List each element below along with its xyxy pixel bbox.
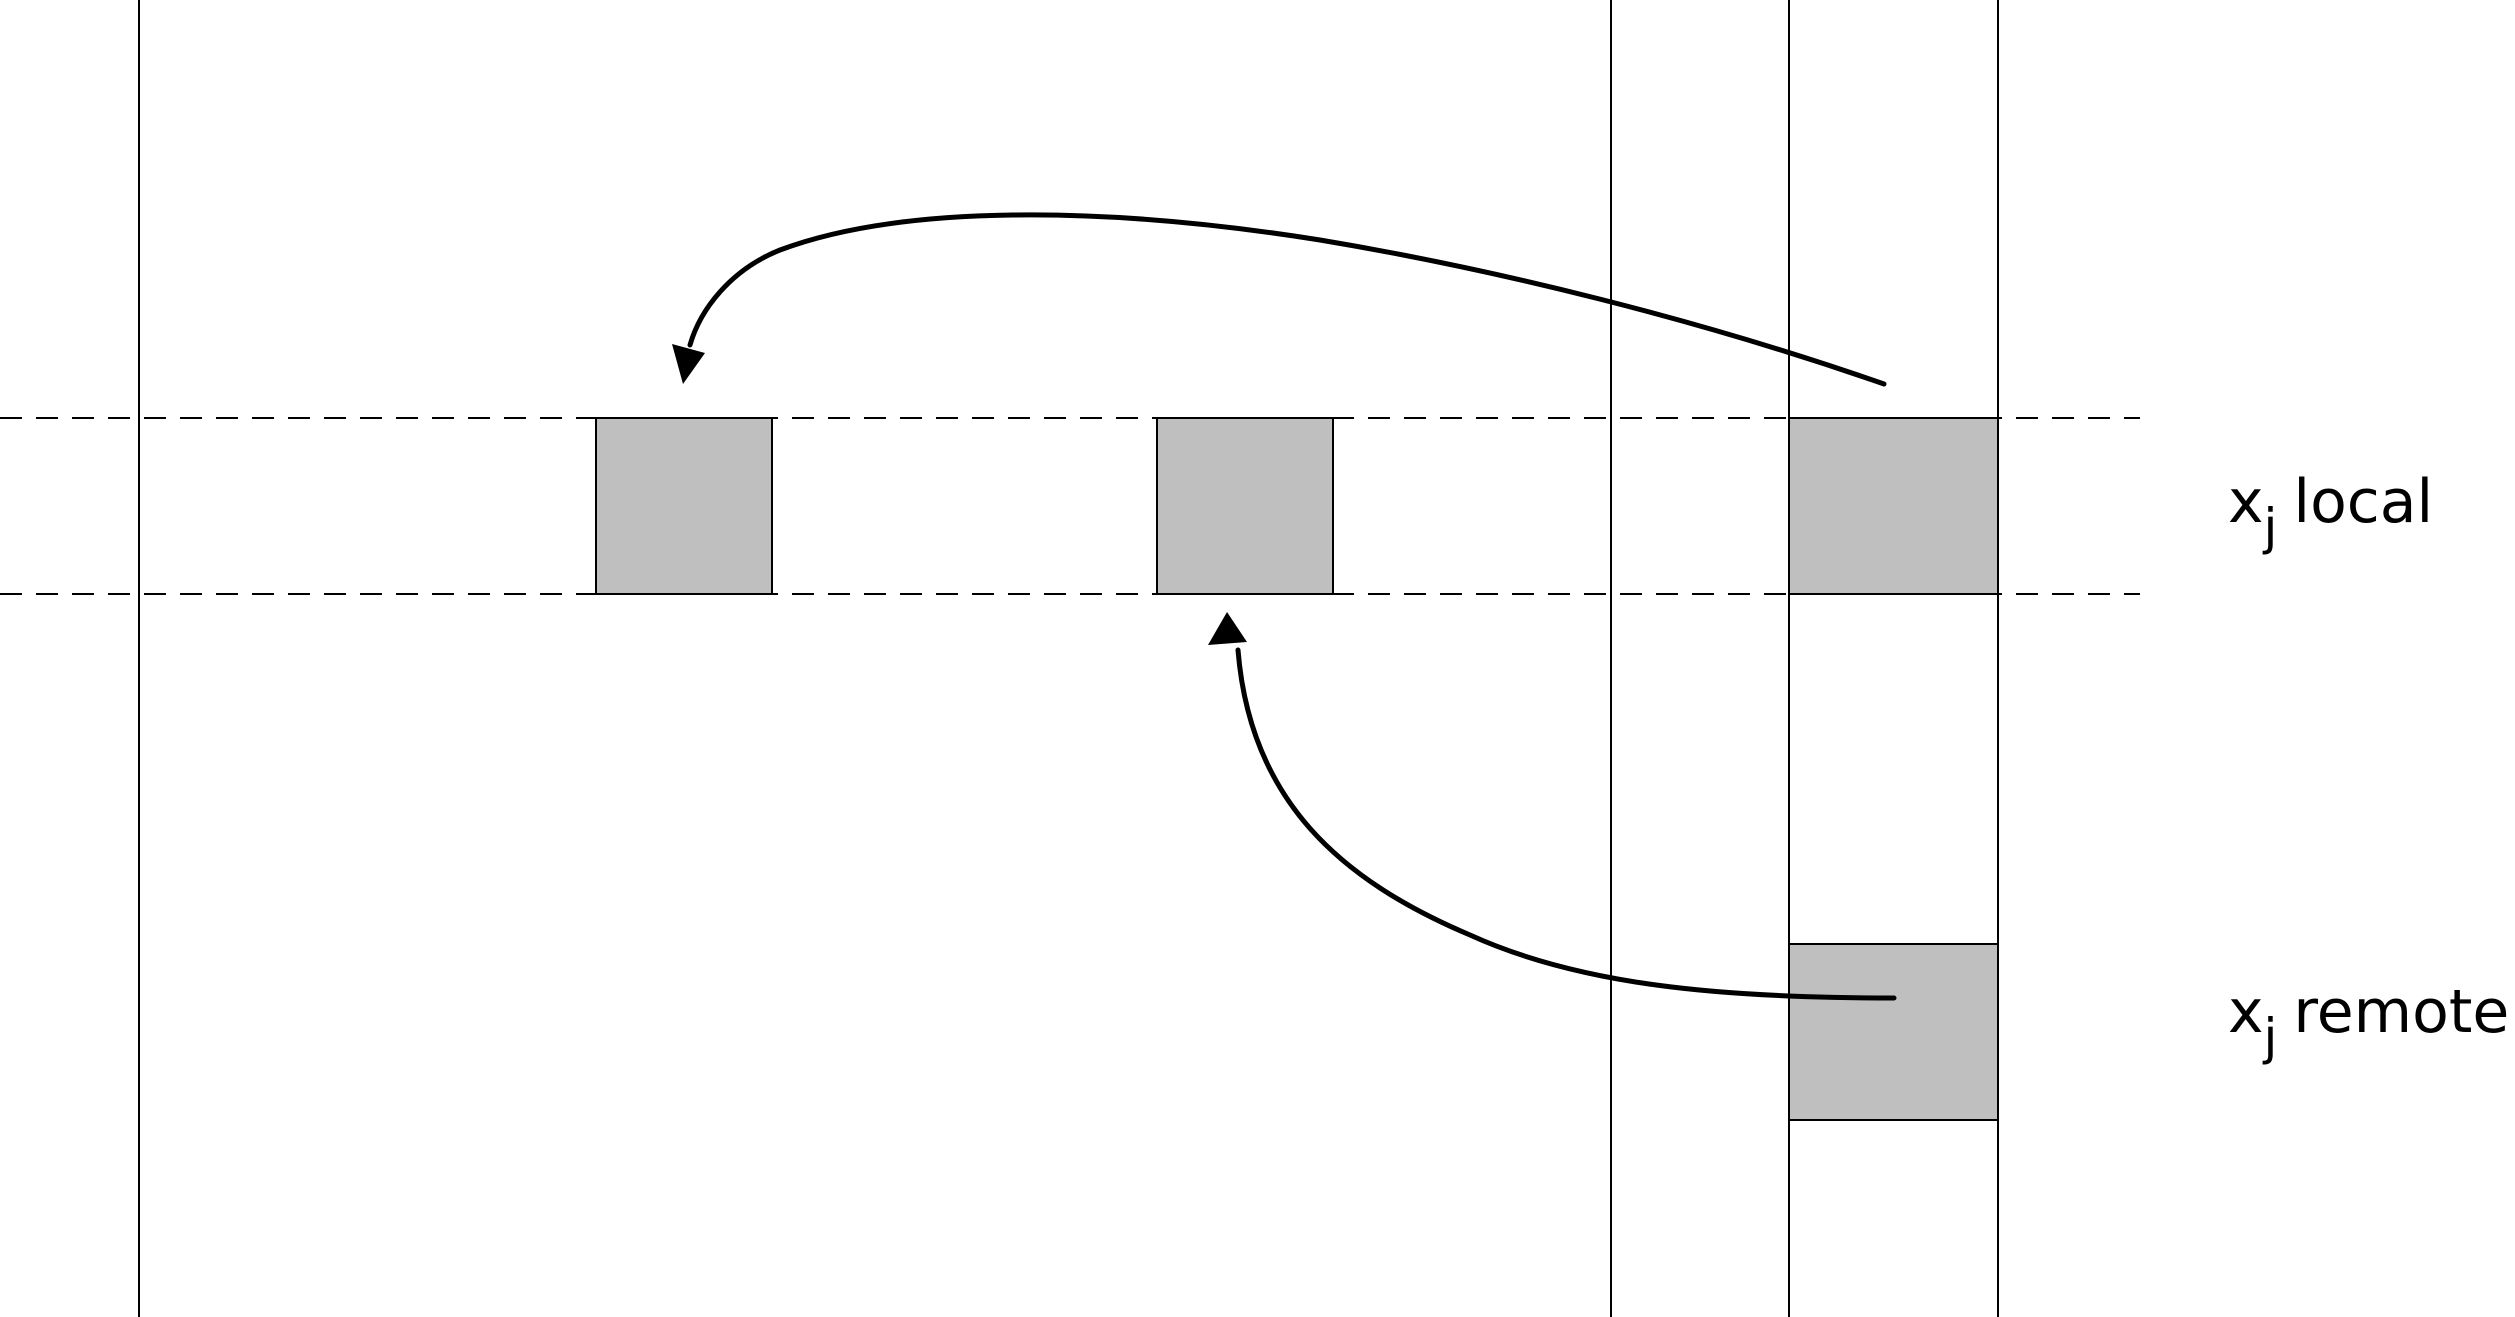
arrowhead-remote-icon: [1208, 612, 1247, 645]
matrix-block-middle: [1156, 417, 1334, 595]
vector-block-remote: [1788, 943, 1999, 1121]
arrow-local-to-left-block: [687, 212, 1887, 387]
label-local-sub: j: [2263, 498, 2278, 556]
label-local-var: x: [2228, 467, 2264, 537]
label-remote-sub: j: [2263, 1008, 2278, 1066]
vector-column-outline: [1788, 0, 1999, 1317]
label-remote-text: remote: [2293, 977, 2509, 1047]
vector-block-local: [1788, 417, 1999, 595]
label-remote-var: x: [2228, 977, 2264, 1047]
matrix-outline: [138, 0, 1612, 1317]
label-local-text: local: [2293, 467, 2433, 537]
arrowhead-local-icon: [672, 344, 705, 384]
arrow-remote-to-middle-block: [1235, 647, 1897, 1001]
matrix-block-left: [595, 417, 773, 595]
